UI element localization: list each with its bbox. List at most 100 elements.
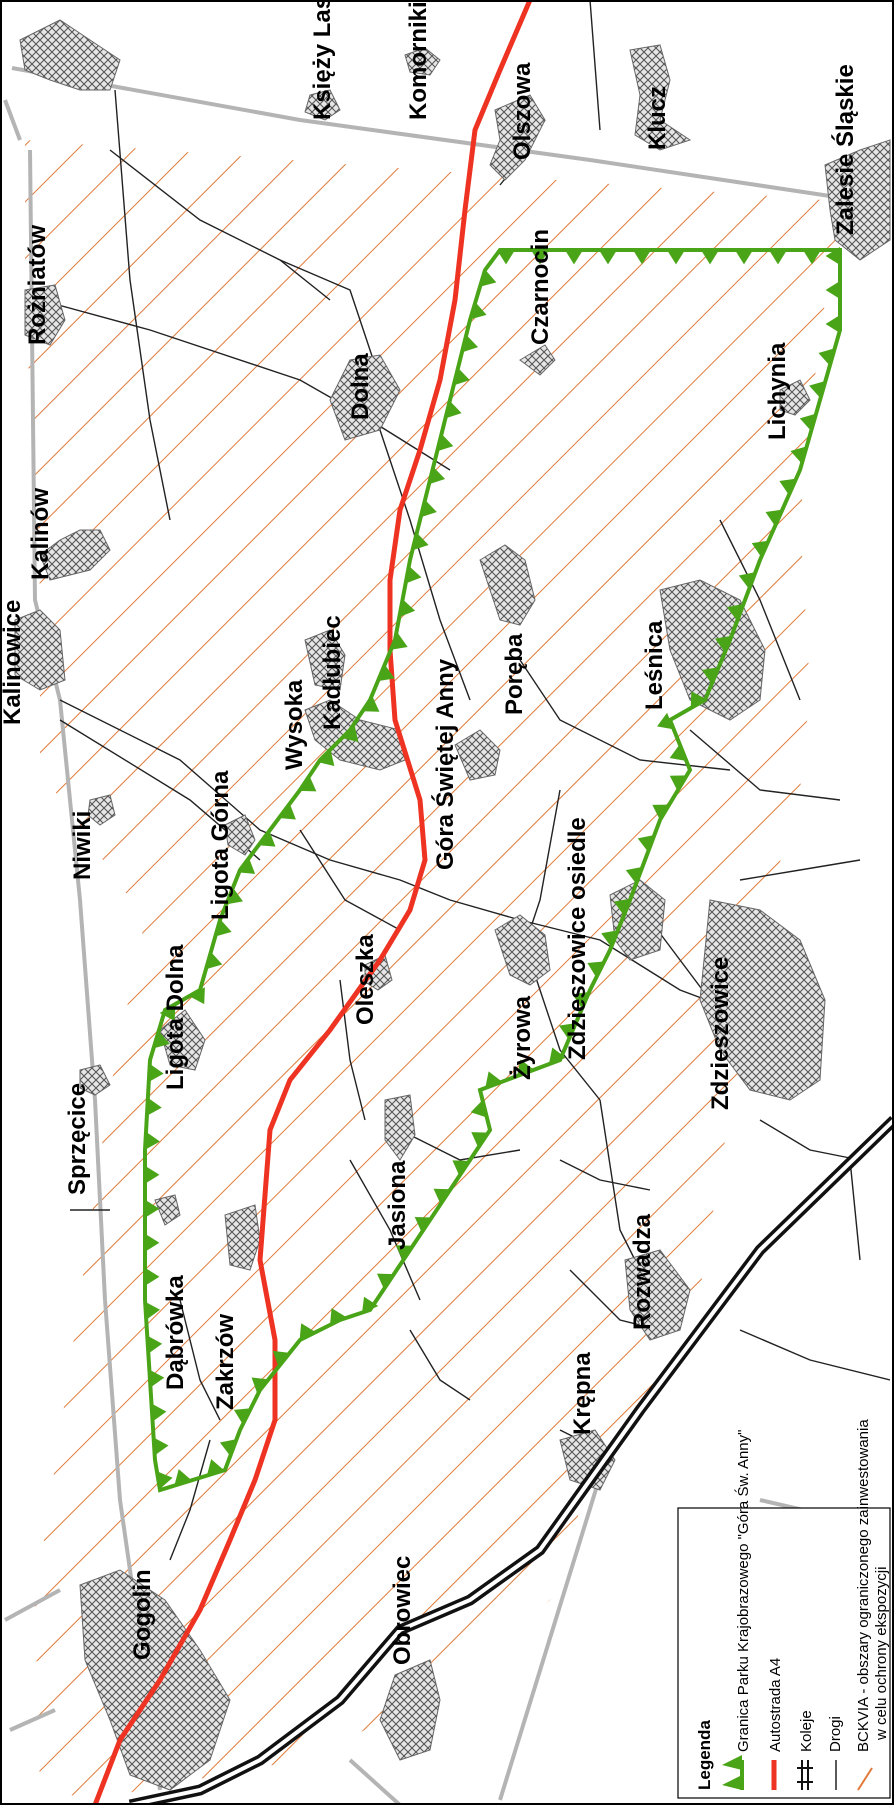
- boundary-tooth: [215, 919, 232, 937]
- boundary-tooth: [156, 1471, 173, 1490]
- boundary-tooth: [637, 834, 655, 852]
- legend: Legenda Granica Parku Krajobrazowego "Gó…: [677, 1419, 891, 1799]
- boundary-tooth: [145, 1233, 160, 1252]
- boundary-tooth: [445, 400, 462, 419]
- boundary-tooth: [735, 250, 753, 265]
- boundary-tooth: [701, 250, 719, 265]
- legend-title: Legenda: [695, 1720, 714, 1790]
- boundary-tooth: [146, 1097, 162, 1116]
- boundary-tooth: [701, 667, 719, 684]
- boundary-tooth: [153, 1437, 169, 1456]
- boundary-tooth: [159, 1004, 176, 1022]
- boundary-tooth: [412, 532, 429, 551]
- boundary-tooth: [769, 250, 787, 265]
- boundary-tooth: [572, 991, 590, 1009]
- boundary-tooth: [809, 380, 826, 399]
- label-ligota-dolna: Ligota Dolna: [162, 944, 189, 1090]
- boundary-tooth: [148, 1063, 164, 1082]
- legend-label-motorway: Autostrada A4: [767, 1658, 784, 1752]
- boundary-tooth: [428, 466, 446, 485]
- label-dabrowka: Dąbrówka: [162, 1275, 189, 1390]
- label-poreba: Poręba: [501, 633, 528, 715]
- boundary-tooth: [667, 250, 685, 265]
- label-komorniki: Komorniki: [405, 1, 432, 120]
- boundary-tooth: [470, 1100, 487, 1118]
- boundary-tooth: [361, 1296, 379, 1314]
- boundary-tooth: [299, 1323, 316, 1341]
- boundary-tooth: [145, 1131, 160, 1150]
- label-klucz: Klucz: [644, 86, 671, 150]
- boundary-tooth: [174, 1469, 192, 1486]
- label-rozwadza: Rozwadza: [629, 1213, 656, 1330]
- legend-symbol-restricted: [857, 1767, 873, 1791]
- legend-label-park-boundary: Granica Parku Krajobrazowego "Góra Św. A…: [734, 1430, 752, 1752]
- boundary-tooth: [405, 565, 422, 584]
- boundary-tooth: [790, 446, 807, 464]
- boundary-tooth: [238, 858, 256, 874]
- boundary-tooth: [377, 664, 395, 682]
- boundary-tooth: [145, 1267, 160, 1286]
- label-dolna: Dolna: [347, 353, 374, 420]
- label-ligota-gorna: Ligota Górna: [207, 770, 234, 920]
- boundary-tooth: [145, 1199, 160, 1218]
- place-labels: Księży Las Komorniki Olszowa Klucz Zales…: [0, 1, 859, 1665]
- boundary-tooth: [565, 250, 583, 265]
- boundary-tooth: [453, 367, 470, 386]
- boundary-tooth: [657, 712, 674, 730]
- boundary-tooth: [362, 696, 380, 712]
- boundary-tooth: [601, 930, 618, 947]
- boundary-tooth: [714, 635, 732, 653]
- legend-symbol-railway: [797, 1760, 813, 1790]
- boundary-tooth: [145, 1301, 161, 1320]
- boundary-tooth: [818, 348, 835, 366]
- boundary-tooth: [825, 247, 840, 265]
- boundary-tooth: [226, 887, 243, 905]
- label-zdzieszowice-osiedle: Zdzieszowice osiedle: [564, 817, 591, 1060]
- boundary-tooth: [485, 1071, 503, 1089]
- boundary-tooth: [825, 315, 840, 333]
- motorway-a4: [93, 2, 532, 1803]
- boundary-tooth: [726, 603, 744, 621]
- boundary-tooth: [497, 250, 515, 265]
- legend-label-restricted-1: BCKVIA - obszary ograniczonego zainwesto…: [855, 1419, 872, 1752]
- boundary-tooth: [825, 281, 840, 299]
- label-wysoka: Wysoka: [281, 679, 308, 770]
- boundary-tooth: [751, 540, 769, 558]
- label-rozniatow: Rożniatów: [24, 225, 51, 345]
- legend-symbol-park-boundary: [722, 1755, 744, 1790]
- label-kalinow: Kalinów: [27, 488, 54, 580]
- label-lichynia: Lichynia: [764, 342, 791, 440]
- boundary-tooth: [433, 1188, 451, 1205]
- boundary-tooth: [633, 250, 651, 265]
- boundary-tooth: [765, 509, 783, 527]
- boundary-tooth: [531, 250, 549, 265]
- boundary-tooth: [341, 725, 359, 742]
- boundary-tooth: [599, 250, 617, 265]
- label-zakrzow: Zakrzów: [212, 1314, 239, 1410]
- boundary-tooth: [613, 898, 631, 916]
- settlements: [14, 19, 891, 1791]
- boundary-tooth: [299, 775, 317, 792]
- label-krepna: Krępna: [569, 1352, 596, 1435]
- label-kalinowice: Kalinowice: [0, 600, 26, 725]
- boundary-tooth: [479, 269, 497, 287]
- label-obrowiec: Obrowiec: [389, 1556, 416, 1665]
- label-sprzecice: Sprzęcice: [64, 1083, 91, 1195]
- boundary-tooth: [376, 1273, 394, 1290]
- boundary-tooth: [151, 1403, 167, 1422]
- legend-label-restricted-2: w celu ochrony ekspozycji: [873, 1567, 890, 1741]
- railway: [128, 1116, 892, 1803]
- label-lesnica: Leśnica: [641, 620, 668, 710]
- boundary-tooth: [272, 1350, 290, 1367]
- boundary-tooth: [278, 803, 296, 820]
- boundary-tooth: [470, 302, 487, 320]
- boundary-tooth: [399, 599, 416, 617]
- label-zdzieszowice: Zdzieszowice: [707, 957, 734, 1110]
- label-gora-sw-anny: Góra Świętej Anny: [431, 658, 459, 870]
- boundary-tooth: [420, 499, 437, 518]
- legend-label-railway: Koleje: [798, 1710, 815, 1752]
- boundary-tooth: [206, 1459, 225, 1476]
- label-kadlubiec: Kadłubiec: [319, 615, 346, 730]
